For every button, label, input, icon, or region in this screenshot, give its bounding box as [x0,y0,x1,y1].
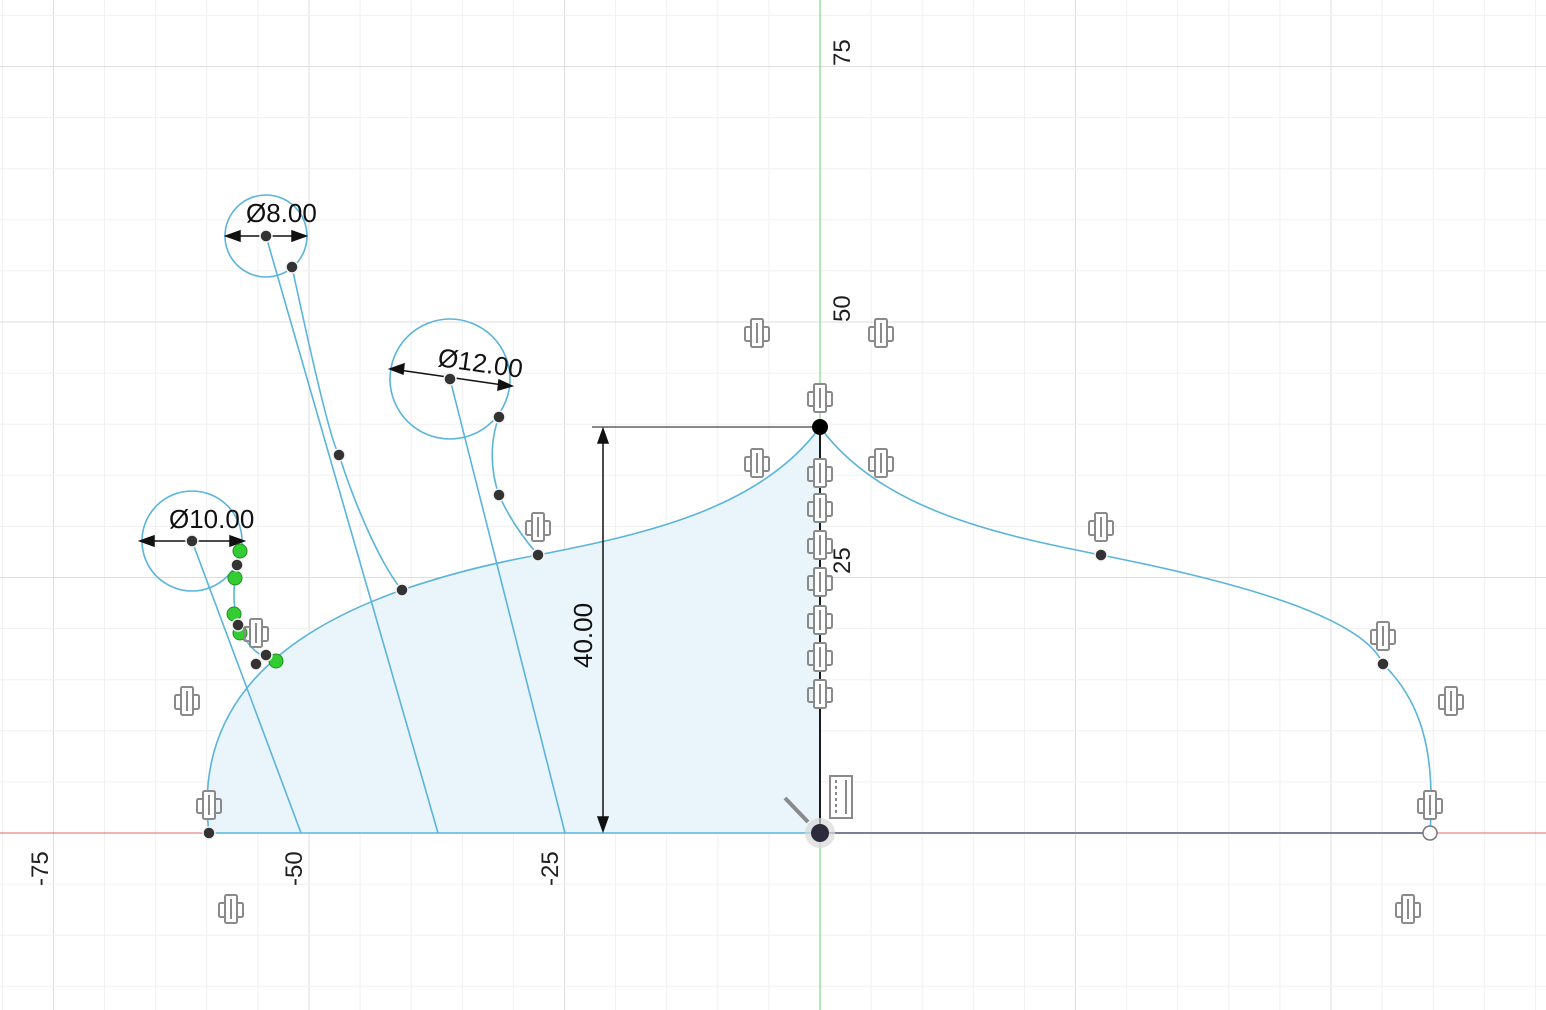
sketch-point [492,410,506,424]
sketch-point-open [1422,825,1438,841]
symmetry-constraint-icon[interactable] [744,318,770,348]
dimension-height[interactable]: 40.00 [568,603,598,668]
sketch-points[interactable] [185,229,1438,841]
symmetry-constraint-icon[interactable] [218,894,244,924]
dimension-circle-left[interactable]: Ø10.00 [169,504,254,534]
axis-label-x-neg25: -25 [537,851,564,886]
axis-label-x-neg75: -75 [27,851,54,886]
symmetry-constraint-icon[interactable] [1417,790,1443,820]
symmetry-constraint-icon[interactable] [1395,894,1421,924]
dimension-arrows [137,229,822,834]
symmetry-constraint-icon[interactable] [174,686,200,716]
origin-point-icon[interactable] [783,775,853,848]
sketch-point-top [812,419,828,435]
axis-label-y-75: 75 [829,39,856,66]
axis-label-y-50: 50 [829,295,856,322]
symmetry-constraint-icon[interactable] [1438,686,1464,716]
sketch-point [1094,548,1108,562]
selected-points[interactable] [226,543,284,671]
symmetry-constraint-icon[interactable] [525,512,551,542]
sketch-point [185,534,199,548]
sketch-point [259,229,273,243]
sketch-point [443,372,457,386]
sketch-point [531,548,545,562]
sketch-point [1376,657,1390,671]
symmetry-constraint-icon[interactable] [868,448,894,478]
symmetry-constraint-icon[interactable] [1088,512,1114,542]
sketch-point [395,583,409,597]
symmetry-constraint-icon[interactable] [744,448,770,478]
symmetry-constraint-icon[interactable] [807,383,833,413]
dimension-circle-small[interactable]: Ø8.00 [246,198,317,228]
symmetry-constraint-icon[interactable] [1370,621,1396,651]
sketch-point [202,826,216,840]
axis-label-x-neg50: -50 [281,851,308,886]
axis-label-y-25: 25 [829,547,856,574]
sketch-point [332,448,346,462]
sketch-point [492,488,506,502]
sketch-point [285,260,299,274]
symmetry-constraint-icon[interactable] [868,318,894,348]
